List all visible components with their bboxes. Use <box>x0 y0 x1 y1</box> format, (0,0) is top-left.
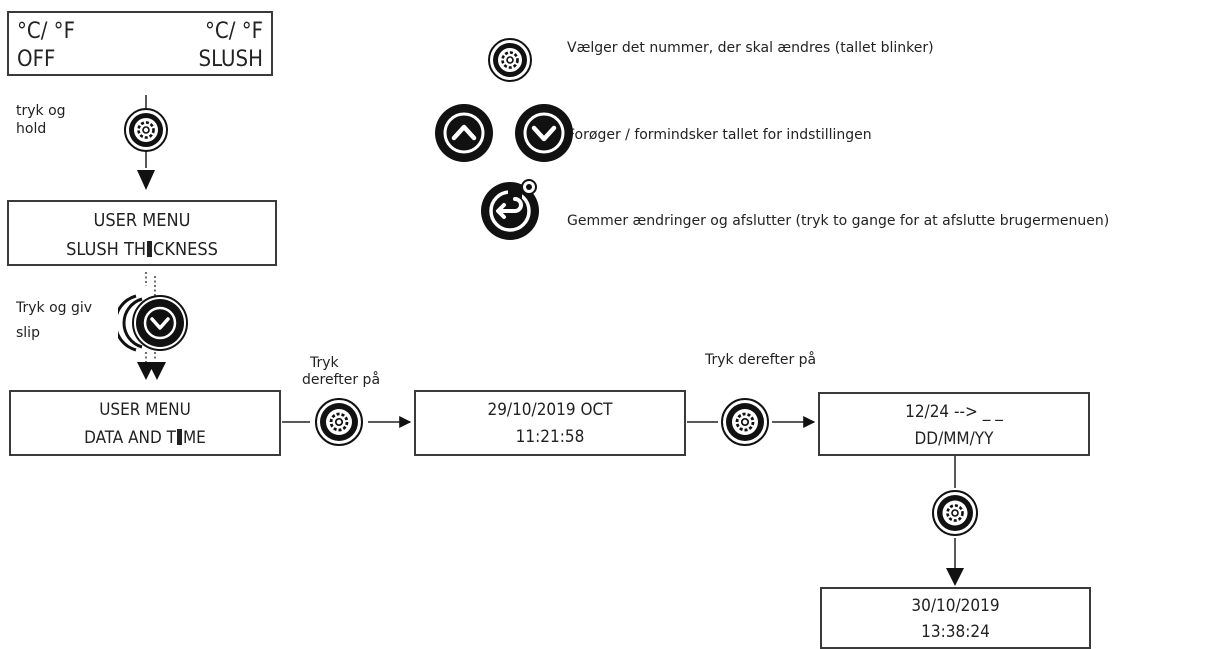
step-press-release: Tryk og giv slip <box>16 300 92 342</box>
legend-up-down: Forøger / formindsker tallet for indstil… <box>567 127 872 143</box>
display-user-menu-title: USER MENU <box>93 210 191 231</box>
step-then-press-b: Tryk derefter på <box>705 352 817 368</box>
step-then-press-a: Tryk derefter på <box>302 355 380 389</box>
display-result-time: 13:38:24 <box>921 622 990 642</box>
step-press-hold-line1: tryk og <box>16 103 66 119</box>
display-start: °C/ °F °C/ °F OFF SLUSH <box>7 11 273 76</box>
display-data-and-time-b: ME <box>182 428 206 448</box>
gear-icon[interactable] <box>310 397 368 447</box>
display-date-time: 29/10/2019 OCT 11:21:58 <box>414 390 686 456</box>
display-hour-format: 12/24 --> _ _ <box>905 402 1003 422</box>
display-start-slush: SLUSH <box>198 47 263 72</box>
legend-select: Vælger det nummer, der skal ændres (tall… <box>567 40 934 56</box>
text-cursor <box>176 429 182 445</box>
step-press-release-line1: Tryk og giv <box>16 300 93 316</box>
display-date-format: DD/MM/YY <box>914 429 994 449</box>
display-result: 30/10/2019 13:38:24 <box>820 587 1091 649</box>
gear-icon[interactable] <box>485 38 535 84</box>
arrow-to-result <box>946 568 964 586</box>
display-user-menu-title: USER MENU <box>99 400 191 420</box>
gear-icon[interactable] <box>718 397 772 447</box>
gear-icon[interactable] <box>930 488 980 538</box>
display-user-menu-thickness: USER MENU SLUSH TH CKNESS <box>7 200 277 266</box>
chevron-down-icon[interactable] <box>514 103 574 163</box>
display-slush-thickness-b: CKNESS <box>153 239 218 260</box>
step-then-press-a-line2: derefter på <box>302 371 381 388</box>
arrow-double-b <box>148 362 166 380</box>
display-start-off: OFF <box>17 47 56 72</box>
chevron-down-icon[interactable] <box>118 290 190 356</box>
text-cursor <box>147 241 153 257</box>
back-arrow-icon[interactable] <box>478 177 544 243</box>
display-date: 29/10/2019 OCT <box>487 400 613 420</box>
step-press-hold-line2: hold <box>16 120 47 137</box>
display-user-menu-date: USER MENU DATA AND T ME <box>9 390 281 456</box>
display-start-unit-right: °C/ °F <box>205 19 263 44</box>
step-press-release-line2: slip <box>16 324 40 341</box>
display-result-date: 30/10/2019 <box>911 596 1000 616</box>
display-format: 12/24 --> _ _ DD/MM/YY <box>818 392 1090 456</box>
display-slush-thickness-a: SLUSH TH <box>66 239 147 260</box>
chevron-up-icon[interactable] <box>434 103 494 163</box>
gear-icon[interactable] <box>121 108 171 154</box>
display-data-and-time-a: DATA AND T <box>84 428 176 448</box>
display-time: 11:21:58 <box>515 427 585 447</box>
display-data-and-time: DATA AND T ME <box>11 429 279 447</box>
step-then-press-a-line1: Tryk <box>310 355 339 371</box>
display-start-unit-left: °C/ °F <box>17 19 75 44</box>
arrow-to-user-menu <box>137 170 155 190</box>
legend-save-exit: Gemmer ændringer og afslutter (tryk to g… <box>567 213 1110 229</box>
step-press-hold: tryk og hold <box>16 103 66 138</box>
display-slush-thickness: SLUSH TH CKNESS <box>9 241 275 259</box>
